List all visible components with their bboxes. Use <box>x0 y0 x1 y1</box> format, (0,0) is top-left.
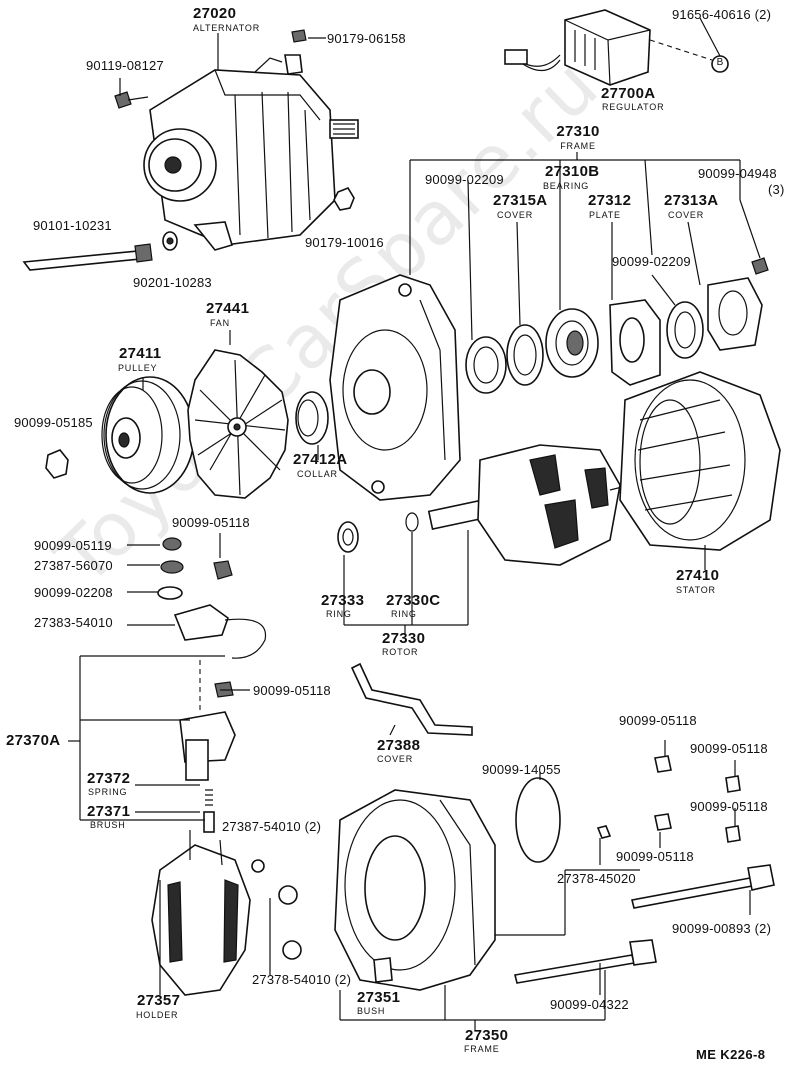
label-90099-02209-a: 90099-02209 <box>425 172 504 187</box>
label-27357: 27357 <box>137 992 181 1009</box>
label-90179-06158: 90179-06158 <box>327 31 406 46</box>
label-90099-14055: 90099-14055 <box>482 762 561 777</box>
collar-illustration <box>295 391 329 445</box>
marker-b: B <box>716 57 724 68</box>
label-27387-54010: 27387-54010 (2) <box>222 819 322 834</box>
label-27378-54010: 27378-54010 (2) <box>252 972 352 987</box>
label-90099-05119: 90099-05119 <box>34 538 112 553</box>
label-pulley: PULLEY <box>118 363 158 373</box>
label-holder: HOLDER <box>136 1010 179 1020</box>
stator-illustration <box>619 371 781 551</box>
label-90099-05118-g: 90099-05118 <box>616 849 694 864</box>
label-bush: BUSH <box>357 1006 386 1016</box>
rectifier-holder-illustration <box>151 830 302 996</box>
label-27388: 27388 <box>377 737 421 754</box>
label-90099-05118-d: 90099-05118 <box>619 713 697 728</box>
label-27312: 27312 <box>588 192 632 209</box>
label-collar: COLLAR <box>297 469 338 479</box>
label-27412A: 27412A <box>293 451 348 468</box>
brush-holder-illustration <box>157 537 267 833</box>
label-alternator: ALTERNATOR <box>193 23 261 33</box>
label-27315A: 27315A <box>493 192 548 209</box>
label-frame-bottom: FRAME <box>464 1044 500 1054</box>
bearing-stack-illustration <box>465 257 769 394</box>
label-90099-02208: 90099-02208 <box>34 585 113 600</box>
label-27350: 27350 <box>465 1027 509 1044</box>
label-90099-05185: 90099-05185 <box>14 415 93 430</box>
leader-lines <box>68 33 761 1030</box>
label-27310: 27310 <box>556 123 600 140</box>
pulley-illustration <box>45 376 195 494</box>
label-bearing: BEARING <box>543 181 590 191</box>
label-27378-45020: 27378-45020 <box>557 871 636 886</box>
label-cover-a: COVER <box>497 210 534 220</box>
label-cover-388: COVER <box>377 754 414 764</box>
label-27370A: 27370A <box>6 732 61 749</box>
hardware-top <box>22 29 355 271</box>
label-stator: STATOR <box>676 585 716 595</box>
label-90099-05118-c: 90099-05118 <box>253 683 331 698</box>
label-27387-56070: 27387-56070 <box>34 558 113 573</box>
label-27313A: 27313A <box>664 192 719 209</box>
label-27441: 27441 <box>206 300 250 317</box>
label-27020: 27020 <box>193 5 237 22</box>
diagram-reference-code: ME K226-8 <box>696 1047 766 1062</box>
label-27372: 27372 <box>87 770 131 787</box>
label-90099-04322: 90099-04322 <box>550 997 629 1012</box>
label-plate: PLATE <box>589 210 621 220</box>
label-27351: 27351 <box>357 989 401 1006</box>
rings-illustration <box>337 512 419 553</box>
label-27410: 27410 <box>676 567 720 584</box>
fan-illustration <box>187 349 289 499</box>
label-90099-05118-f: 90099-05118 <box>690 799 768 814</box>
label-90201-10283: 90201-10283 <box>133 275 212 290</box>
nuts-right-illustration <box>654 755 741 843</box>
label-90179-10016: 90179-10016 <box>305 235 384 250</box>
regulator-illustration <box>504 9 729 86</box>
label-ring-a: RING <box>326 609 352 619</box>
label-27700A: 27700A <box>601 85 656 102</box>
label-90099-04948: 90099-04948 <box>698 166 777 181</box>
label-cover-b: COVER <box>668 210 705 220</box>
label-27330: 27330 <box>382 630 426 647</box>
rotor-illustration <box>427 444 651 566</box>
label-90119-08127: 90119-08127 <box>86 58 164 73</box>
alternator-assembly-illustration <box>143 54 359 251</box>
drive-end-frame-illustration <box>329 274 461 501</box>
rear-frame-illustration <box>334 777 612 991</box>
label-90099-05118-e: 90099-05118 <box>690 741 768 756</box>
label-brush: BRUSH <box>90 820 126 830</box>
label-fan: FAN <box>210 318 230 328</box>
label-qty-3: (3) <box>768 182 785 197</box>
label-regulator: REGULATOR <box>602 102 665 112</box>
label-spring: SPRING <box>88 787 128 797</box>
label-rotor: ROTOR <box>382 647 419 657</box>
label-ring-b: RING <box>391 609 417 619</box>
label-90101-10231: 90101-10231 <box>33 218 112 233</box>
label-90099-05118-b: 90099-05118 <box>172 515 250 530</box>
label-frame-top: FRAME <box>560 141 596 151</box>
label-90099-00893: 90099-00893 (2) <box>672 921 772 936</box>
label-27310B: 27310B <box>545 163 600 180</box>
label-27333: 27333 <box>321 592 365 609</box>
label-90099-02209-b: 90099-02209 <box>612 254 691 269</box>
long-bolts-illustration <box>514 864 775 984</box>
label-27383-54010: 27383-54010 <box>34 615 113 630</box>
label-27330C: 27330C <box>386 592 441 609</box>
label-91656-40616: 91656-40616 (2) <box>672 7 772 22</box>
label-27411: 27411 <box>119 345 162 362</box>
cover-bracket-illustration <box>350 662 473 736</box>
label-27371: 27371 <box>87 803 131 820</box>
